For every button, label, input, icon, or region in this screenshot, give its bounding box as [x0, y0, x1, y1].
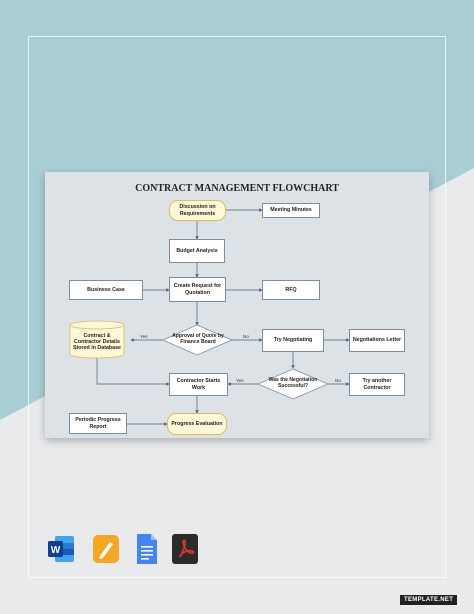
node-budget-analysis: Budget Analysis — [169, 239, 225, 263]
node-discussion: Discussion on Requirements — [169, 200, 226, 221]
flowchart-card: CONTRACT MANAGEMENT FLOWCHART — [45, 172, 429, 438]
edge-label-approval-no: No — [243, 334, 249, 339]
node-try-negotiating: Try Negotiating — [262, 329, 324, 352]
watermark: TEMPLATE.NET — [400, 595, 458, 605]
edge-label-negotiation-yes: Yes — [236, 378, 244, 383]
database-cylinder — [69, 320, 125, 359]
google-docs-icon[interactable] — [134, 534, 160, 564]
svg-text:W: W — [51, 545, 61, 556]
node-progress-evaluation: Progress Evaluation — [167, 413, 227, 435]
edge-database-contractor — [96, 357, 170, 386]
node-approval: Approval of Quote by Finance Board — [172, 333, 224, 345]
node-business-case: Business Case — [69, 280, 143, 300]
pdf-icon[interactable] — [172, 534, 198, 564]
node-contract-database: Contract & Contractor Details Stored in … — [73, 332, 121, 352]
word-icon[interactable]: W — [48, 534, 74, 564]
chart-title: CONTRACT MANAGEMENT FLOWCHART — [135, 183, 339, 194]
edge-label-approval-yes: Yes — [140, 334, 148, 339]
node-negotiation-success: Was the Negotiation Successful? — [268, 377, 318, 389]
pages-icon[interactable] — [93, 534, 119, 564]
flowchart-connectors — [69, 208, 350, 426]
approval-diamond — [162, 324, 234, 356]
node-periodic-report: Periodic Progress Report — [69, 413, 127, 434]
node-negotiations-letter: Negotiations Letter — [349, 329, 405, 352]
node-try-another: Try another Contractor — [349, 373, 405, 396]
edge-label-negotiation-no: No — [335, 378, 341, 383]
decorative-frame — [28, 36, 446, 578]
node-create-request: Create Request for Quotation — [169, 277, 226, 302]
node-meeting-minutes: Meeting Minutes — [262, 203, 320, 218]
negotiation-diamond — [256, 368, 330, 400]
node-rfq: RFQ — [262, 280, 320, 300]
node-contractor-starts: Contractor Starts Work — [169, 373, 228, 396]
